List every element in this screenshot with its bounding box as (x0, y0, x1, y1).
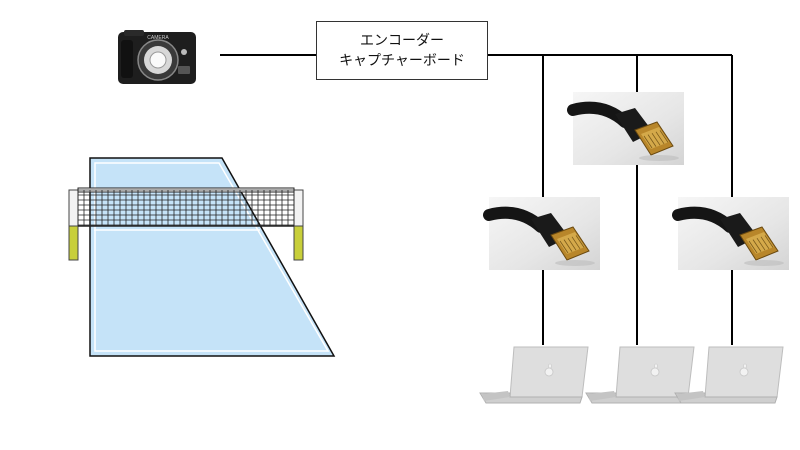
laptop-icon-3 (674, 346, 784, 404)
hdmi-cable-icon-1 (483, 197, 600, 270)
encoder-capture-board-box: エンコーダー キャプチャーボード (316, 21, 488, 80)
hdmi-cable-icon-3 (672, 197, 789, 270)
net (77, 187, 295, 227)
encoder-label: エンコーダー (360, 32, 444, 49)
camera-brand-text: CAMERA (147, 35, 169, 41)
volleyball-court-icon (68, 157, 336, 357)
connection-lines (220, 54, 733, 345)
capture-board-label: キャプチャーボード (339, 52, 465, 69)
hdmi-cable-icon-2 (567, 92, 684, 165)
laptop-icon-1 (479, 346, 589, 404)
camera-icon: CAMERA (118, 30, 196, 84)
